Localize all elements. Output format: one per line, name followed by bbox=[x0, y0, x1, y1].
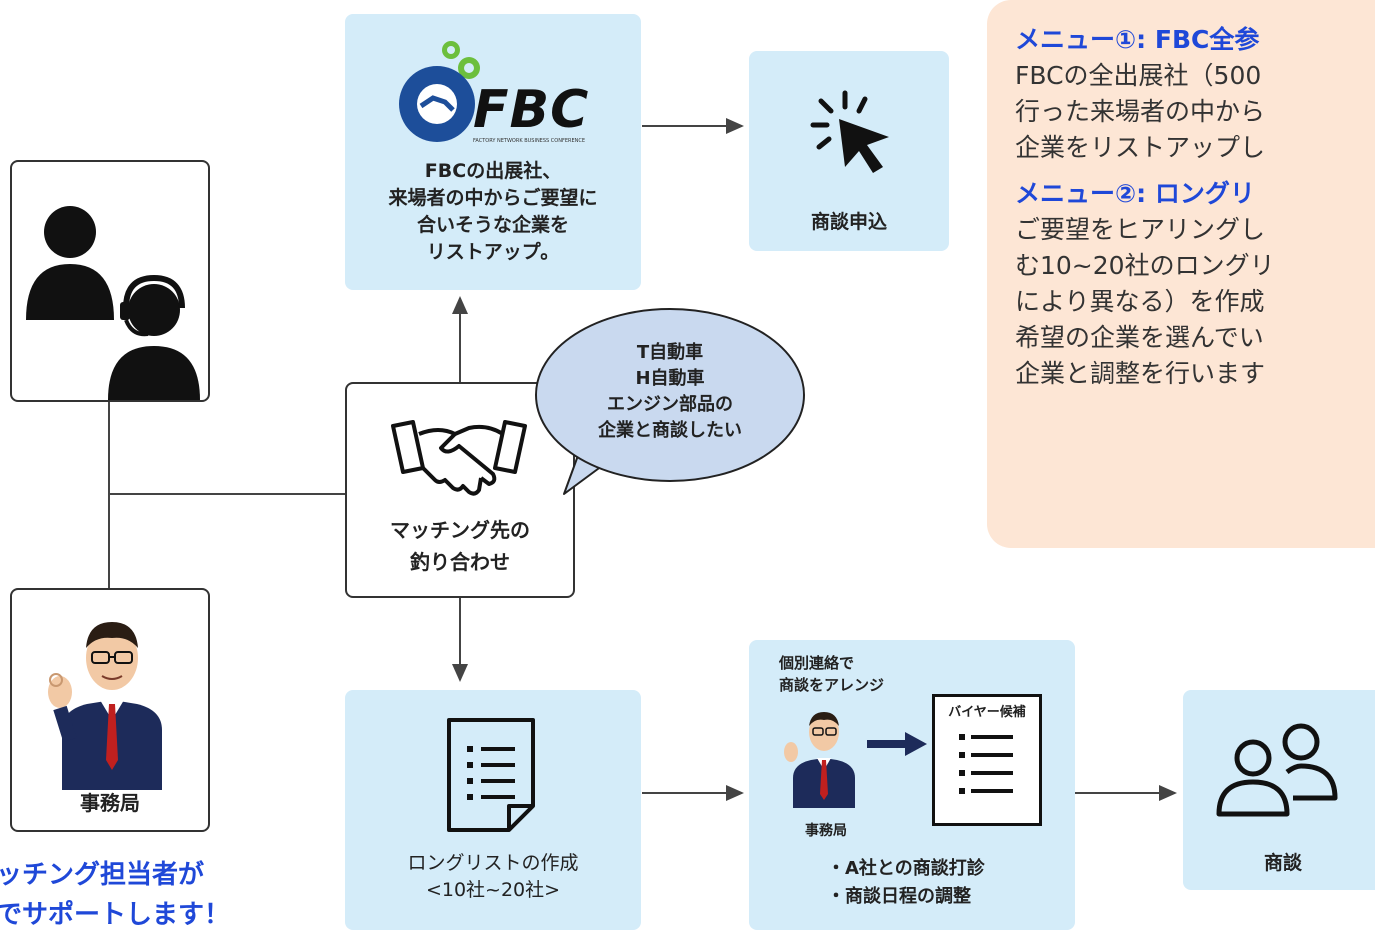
menu2-body: ご要望をヒアリングし む10~20社のロングリ により異なる）を作成 希望の企業… bbox=[1015, 215, 1275, 388]
speech-bubble bbox=[535, 308, 805, 495]
fbc-line-4: リストアップ。 bbox=[426, 241, 560, 263]
connector-left-vertical bbox=[108, 400, 110, 590]
longlist-text: ロングリストの作成 <10社~20社> bbox=[345, 850, 641, 904]
bubble-line-3: エンジン部品の bbox=[607, 394, 733, 415]
fbc-description: FBCの出展社、 来場者の中からご要望に 合いそうな企業を リストアップ。 bbox=[345, 158, 641, 266]
secretariat-person-illustration bbox=[48, 622, 162, 790]
matching-text: マッチング先の 釣り合わせ bbox=[347, 514, 573, 578]
negotiation-request-box: 商談申込 bbox=[749, 51, 949, 251]
arrange-bottom-line-1: ・A社との商談打診 bbox=[827, 858, 985, 879]
connector-down bbox=[459, 598, 461, 670]
fbc-gear-logo bbox=[399, 41, 480, 142]
matching-box: マッチング先の 釣り合わせ bbox=[345, 382, 575, 598]
connector-left-horizontal bbox=[108, 493, 346, 495]
menu-side-panel: メニュー①: FBC全参 FBCの全出展社（500 行った来場者の中から 企業を… bbox=[987, 0, 1375, 548]
bubble-line-4: 企業と商談したい bbox=[598, 420, 742, 441]
arrange-top-line-1: 個別連絡で bbox=[779, 654, 855, 672]
people-outline-icon bbox=[1216, 723, 1338, 817]
fbc-logo-text: FBC bbox=[473, 80, 590, 140]
longlist-box: ロングリストの作成 <10社~20社> bbox=[345, 690, 641, 930]
longlist-line-2: <10社~20社> bbox=[425, 879, 561, 901]
operator-headset-icon bbox=[108, 274, 200, 400]
connector-up bbox=[459, 300, 461, 382]
secretariat-box: 事務局 bbox=[10, 588, 210, 832]
fbc-logo-subtext: FACTORY NETWORK BUSINESS CONFERENCE bbox=[473, 138, 586, 144]
arrange-bottom-line-2: ・商談日程の調整 bbox=[827, 886, 971, 907]
doc-list-icon bbox=[959, 734, 1013, 794]
menu2-title: メニュー②: ロングリ bbox=[1015, 179, 1255, 208]
negotiation-box: 商談 bbox=[1183, 690, 1375, 890]
bottom-caption-line2: でサポートします！ bbox=[0, 900, 231, 930]
menu1-title: メニュー①: FBC全参 bbox=[1015, 25, 1260, 54]
menu1-body: FBCの全出展社（500 行った来場者の中から 企業をリストアップし bbox=[1015, 61, 1266, 162]
document-list-icon bbox=[447, 718, 535, 832]
secretariat-label: 事務局 bbox=[80, 791, 140, 815]
doc-header: バイヤー候補 bbox=[948, 705, 1026, 720]
fbc-line-1: FBCの出展社、 bbox=[424, 160, 562, 182]
arrange-person-label: 事務局 bbox=[805, 823, 847, 839]
matching-line-1: マッチング先の bbox=[390, 518, 530, 542]
arrange-top-line-2: 商談をアレンジ bbox=[779, 676, 885, 694]
handshake-icon bbox=[391, 420, 527, 496]
arrow-right-icon bbox=[867, 732, 927, 756]
fbc-line-3: 合いそうな企業を bbox=[416, 214, 569, 236]
negotiation-request-label: 商談申込 bbox=[810, 211, 887, 233]
cursor-click-icon bbox=[810, 90, 889, 173]
fbc-listup-box: FBC FACTORY NETWORK BUSINESS CONFERENCE … bbox=[345, 14, 641, 290]
client-person-icon bbox=[26, 206, 114, 320]
speech-bubble-text: T自動車 H自動車 エンジン部品の 企業と商談したい bbox=[555, 340, 785, 444]
bubble-line-1: T自動車 bbox=[636, 342, 704, 363]
negotiation-label: 商談 bbox=[1263, 852, 1302, 874]
bottom-caption-line1: ッチング担当者が bbox=[0, 860, 205, 890]
buyer-candidate-document: バイヤー候補 bbox=[932, 694, 1042, 826]
fbc-line-2: 来場者の中からご要望に bbox=[388, 187, 598, 209]
matching-line-2: 釣り合わせ bbox=[410, 550, 510, 574]
arrange-box: 個別連絡で 商談をアレンジ バイヤー候補 事務局 ・A社との商談打診 ・商談日程… bbox=[749, 640, 1075, 930]
secretariat-small-illustration bbox=[784, 712, 855, 808]
longlist-line-1: ロングリストの作成 bbox=[407, 852, 579, 874]
bubble-line-2: H自動車 bbox=[635, 368, 705, 389]
client-and-operator-box bbox=[10, 160, 210, 402]
